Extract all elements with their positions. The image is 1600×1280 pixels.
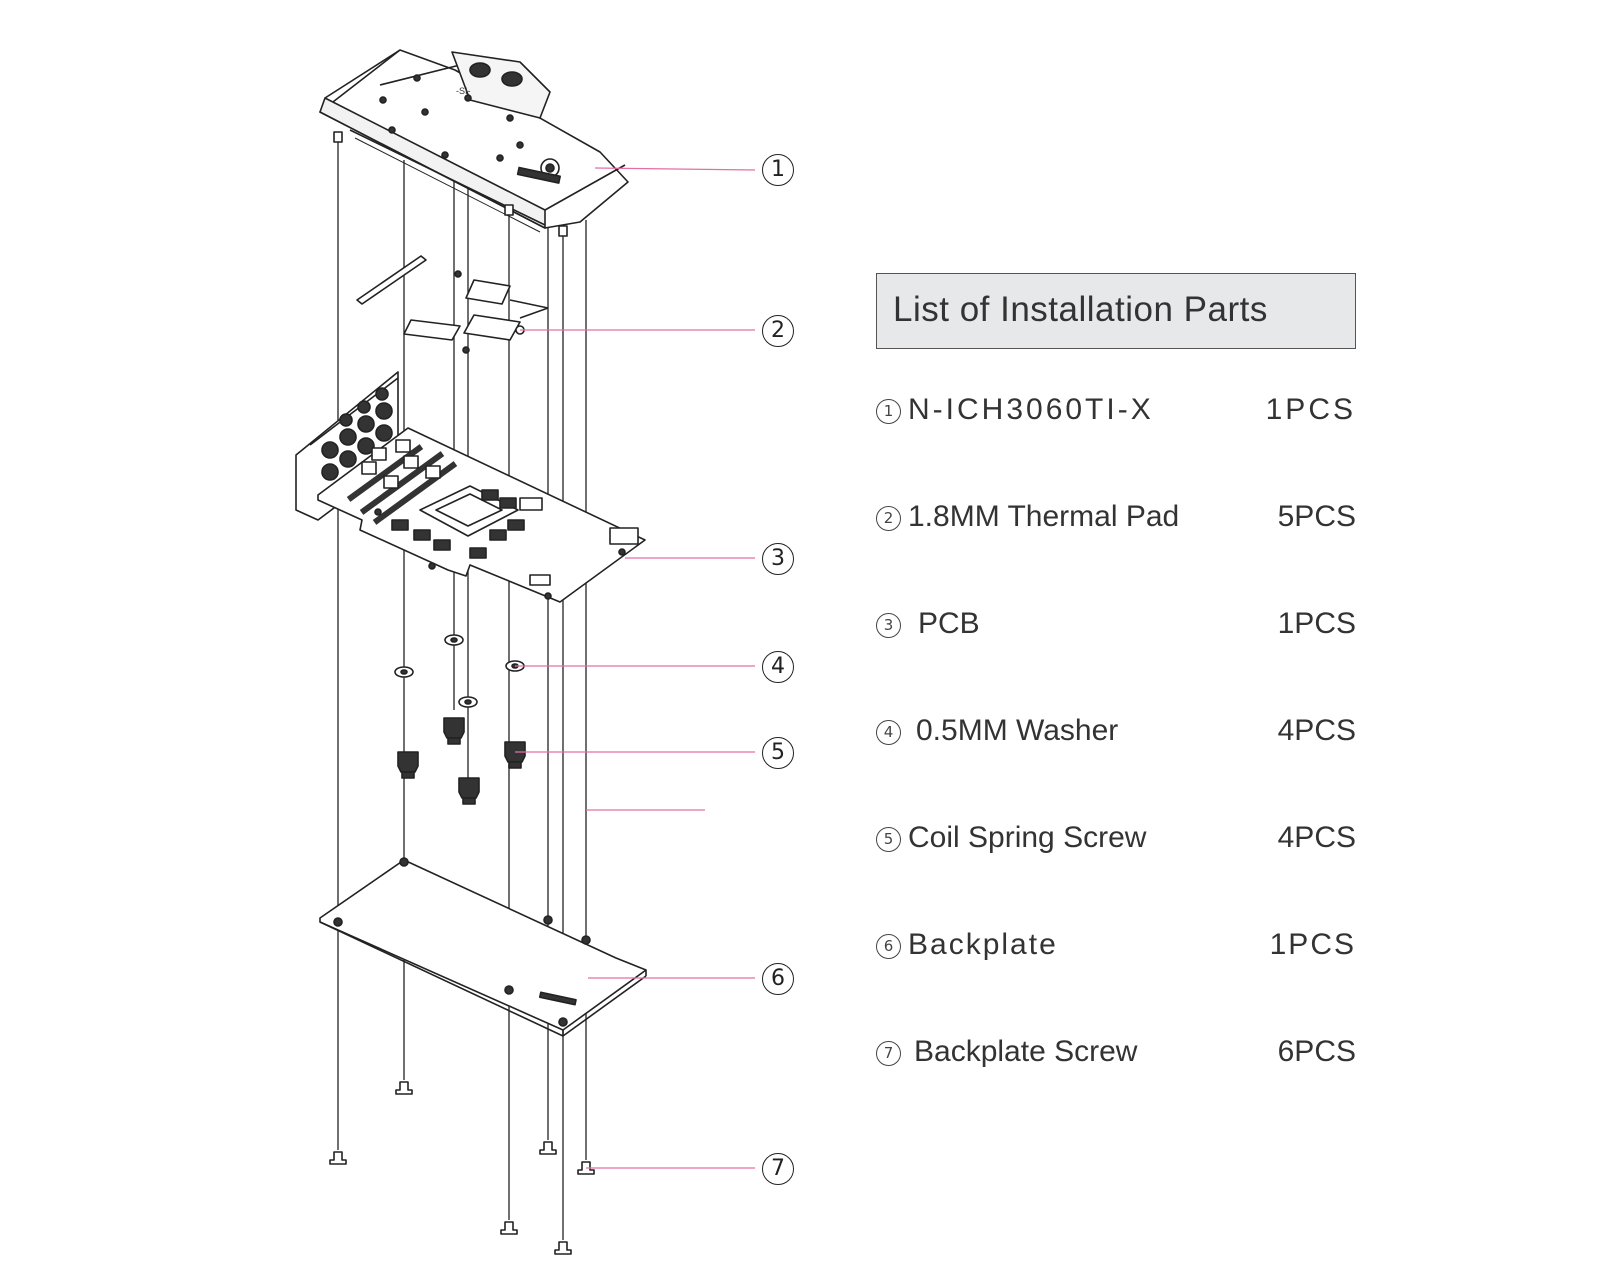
part-row: 3 PCB 1PCS	[876, 607, 1356, 647]
part-name: Backplate Screw	[914, 1035, 1138, 1068]
part-number-mark: 7	[876, 1041, 901, 1066]
thermal-pads	[356, 255, 549, 354]
part-quantity: 1PCS	[1269, 928, 1356, 961]
part-quantity: 4PCS	[1277, 821, 1356, 854]
part-row: 6 Backplate 1PCS	[876, 928, 1356, 968]
part-name: 0.5MM Washer	[916, 714, 1119, 747]
parts-list-header: List of Installation Parts	[876, 273, 1356, 349]
part-quantity: 1PCS	[1265, 393, 1356, 426]
parts-list-title: List of Installation Parts	[893, 290, 1268, 329]
callout-1: 1	[762, 154, 794, 186]
part-row: 2 1.8MM Thermal Pad 5PCS	[876, 500, 1356, 540]
part-number-mark: 5	[876, 827, 901, 852]
pcb	[317, 427, 646, 603]
part-quantity: 4PCS	[1277, 714, 1356, 747]
part-number-mark: 1	[876, 399, 901, 424]
callout-5: 5	[762, 737, 794, 769]
backplate-screws	[329, 1081, 595, 1255]
part-name: 1.8MM Thermal Pad	[908, 500, 1180, 533]
block-engraving: -SI-	[456, 86, 471, 96]
part-quantity: 5PCS	[1277, 500, 1356, 533]
backplate	[319, 857, 647, 1037]
part-quantity: 1PCS	[1277, 607, 1356, 640]
part-number-mark: 4	[876, 720, 901, 745]
part-row: 1 N-ICH3060TI-X 1PCS	[876, 393, 1356, 433]
part-name: Backplate	[908, 928, 1058, 961]
part-name: N-ICH3060TI-X	[908, 393, 1154, 426]
water-block: -SI-	[319, 49, 629, 237]
part-row: 5 Coil Spring Screw 4PCS	[876, 821, 1356, 861]
part-name: PCB	[918, 607, 980, 640]
callout-7: 7	[762, 1153, 794, 1185]
part-quantity: 6PCS	[1277, 1035, 1356, 1068]
part-row: 7 Backplate Screw 6PCS	[876, 1035, 1356, 1075]
alignment-lines	[337, 140, 587, 1240]
part-name: Coil Spring Screw	[908, 821, 1147, 854]
io-bracket	[295, 371, 399, 521]
coil-spring-screws	[397, 717, 526, 805]
washers	[394, 634, 525, 708]
callout-6: 6	[762, 963, 794, 995]
part-number-mark: 2	[876, 506, 901, 531]
part-number-mark: 6	[876, 934, 901, 959]
callout-3: 3	[762, 543, 794, 575]
callout-4: 4	[762, 651, 794, 683]
leader-lines	[515, 167, 756, 1169]
part-row: 4 0.5MM Washer 4PCS	[876, 714, 1356, 754]
callout-2: 2	[762, 315, 794, 347]
part-number-mark: 3	[876, 613, 901, 638]
